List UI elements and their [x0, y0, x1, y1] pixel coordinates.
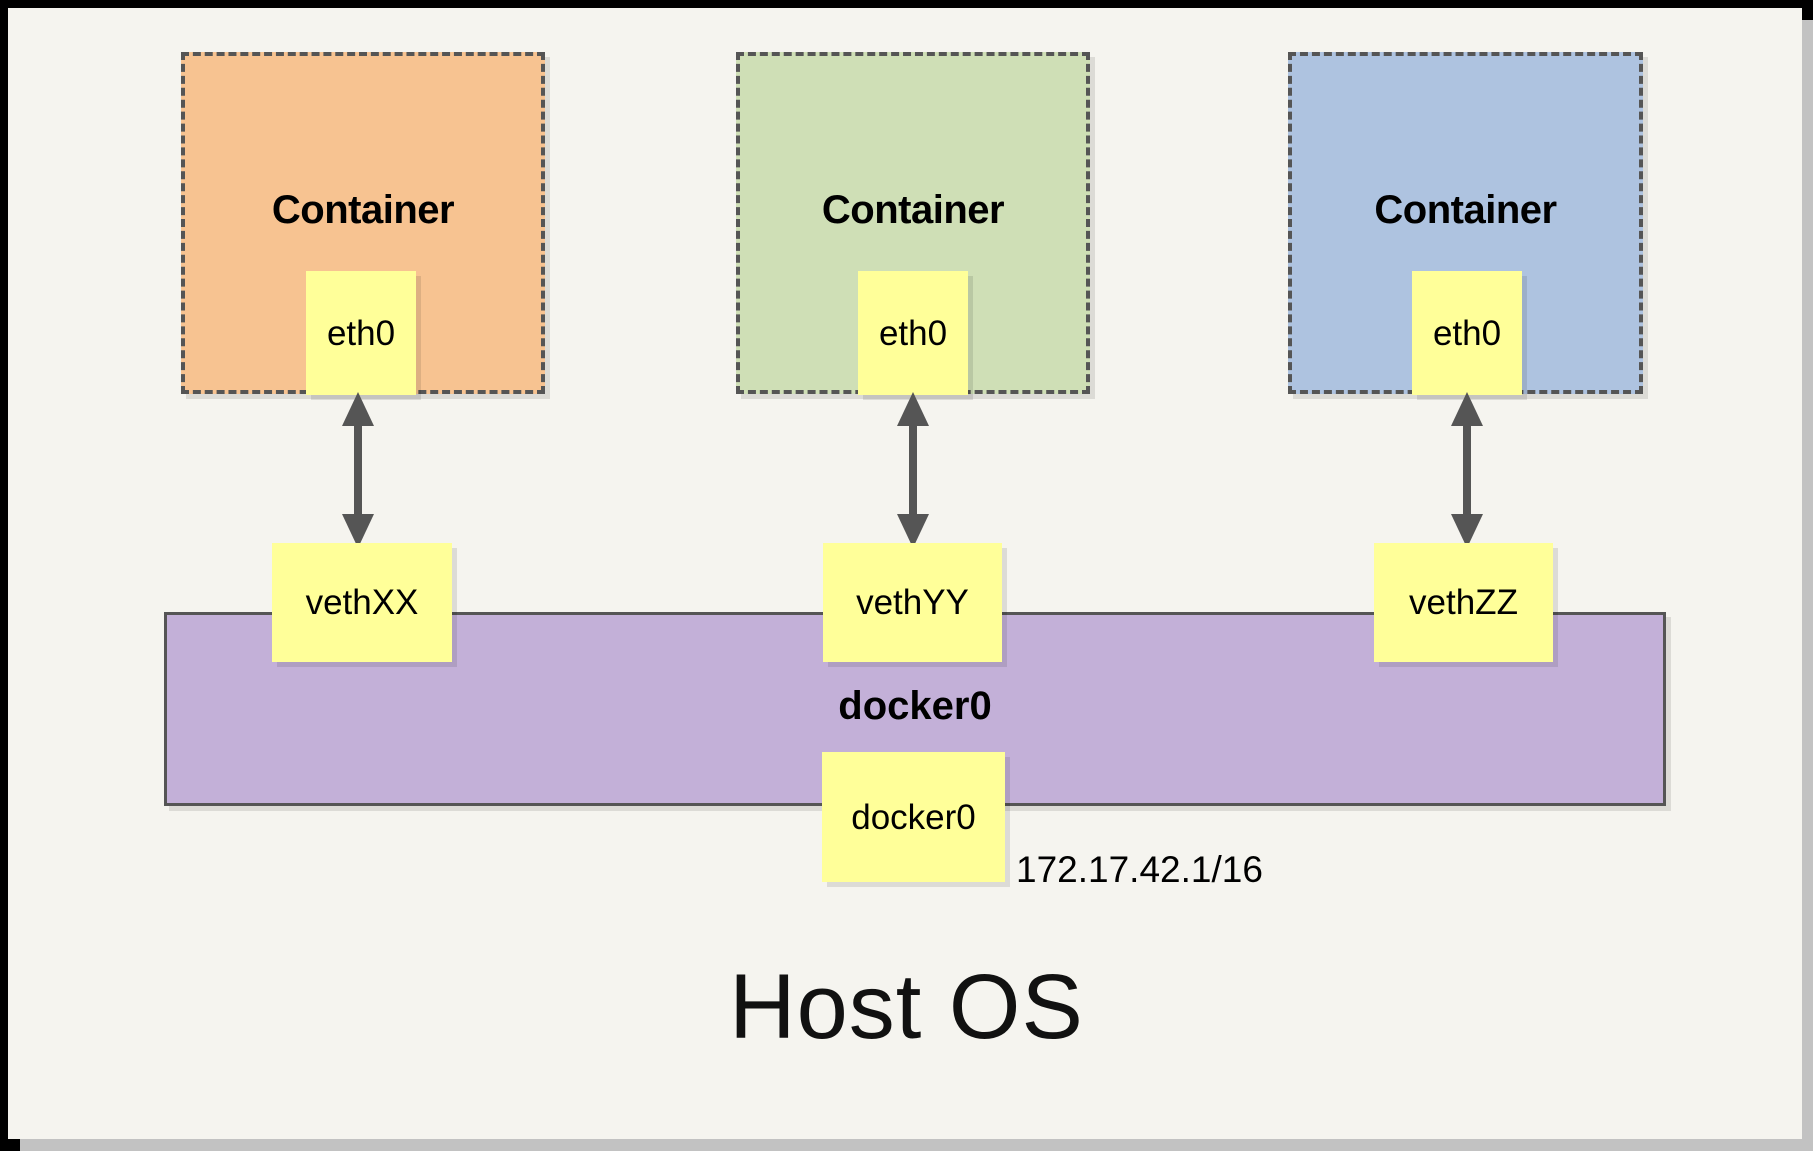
eth0-box-3: eth0	[1412, 271, 1522, 395]
veth-box-2: vethYY	[823, 543, 1002, 662]
veth-label-2: vethYY	[856, 583, 969, 622]
link-arrow-1	[342, 392, 374, 548]
container-title-2: Container	[821, 188, 1005, 232]
container-title-3: Container	[1374, 188, 1557, 232]
docker0-ip-label: 172.17.42.1/16	[1016, 849, 1263, 890]
docker0-interface-box: docker0	[822, 752, 1005, 882]
eth0-box-2: eth0	[858, 271, 968, 395]
docker0-bridge-title: docker0	[838, 684, 992, 728]
link-arrow-2	[897, 392, 929, 548]
veth-label-3: vethZZ	[1409, 583, 1518, 622]
eth0-label-1: eth0	[326, 313, 396, 353]
eth0-box-1: eth0	[306, 271, 416, 395]
link-arrow-3	[1451, 392, 1483, 548]
sheet-shadow-bottom	[20, 1139, 1813, 1151]
host-os-title: Host OS	[729, 956, 1084, 1058]
eth0-label-2: eth0	[878, 313, 948, 353]
eth0-label-3: eth0	[1432, 313, 1502, 353]
sheet-shadow-bottom-outer	[0, 1151, 1813, 1156]
sheet-shadow-right	[1802, 20, 1813, 1156]
veth-label-1: vethXX	[305, 583, 419, 622]
veth-box-3: vethZZ	[1374, 543, 1553, 662]
veth-box-1: vethXX	[272, 543, 452, 662]
container-title-1: Container	[271, 188, 455, 232]
docker0-interface-label: docker0	[851, 797, 976, 837]
